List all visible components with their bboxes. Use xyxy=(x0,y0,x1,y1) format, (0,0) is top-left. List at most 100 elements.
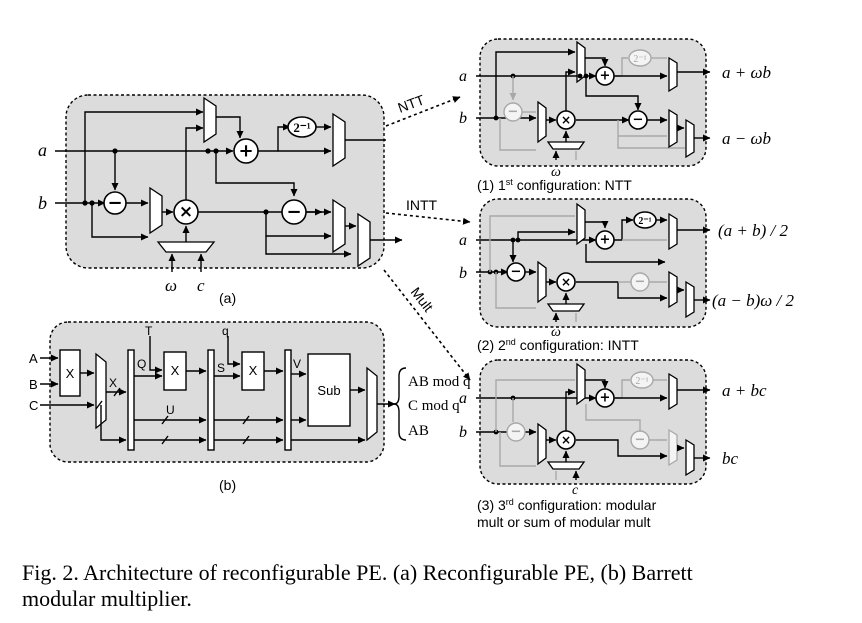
config2-mux-out-l1 xyxy=(668,270,678,309)
svg-text:X: X xyxy=(171,363,180,378)
config3-caption: (3) 3rd configuration: modular xyxy=(477,497,657,513)
barrett-mux1 xyxy=(95,352,107,430)
pe-label-a: a xyxy=(38,140,47,160)
barrett-wire-t: T xyxy=(145,324,153,338)
barrett-pipe-reg2 xyxy=(207,349,215,451)
reconfigurable-pe: − × + 2⁻¹ xyxy=(38,94,403,306)
svg-text:2⁻¹: 2⁻¹ xyxy=(635,376,648,387)
svg-text:+: + xyxy=(238,141,253,162)
config3-label-a: a xyxy=(459,390,467,407)
svg-text:2⁻¹: 2⁻¹ xyxy=(633,54,646,65)
config3-mux-out-top xyxy=(668,372,678,411)
config3-out-bottom: bc xyxy=(722,449,739,468)
barrett-input-b: B xyxy=(29,377,38,392)
svg-text:+: + xyxy=(600,391,611,406)
config2-label-a: a xyxy=(459,232,467,249)
config-intt: − × + 2⁻¹ − a b ω (a + b) / xyxy=(459,198,795,353)
pe-label-b: b xyxy=(38,193,47,213)
config3-boundary xyxy=(479,359,707,485)
config2-caption: (2) 2nd configuration: INTT xyxy=(477,337,639,353)
figure-caption-line2: modular multiplier. xyxy=(22,586,192,611)
config2-label-omega: ω xyxy=(551,325,561,340)
svg-text:×: × xyxy=(561,275,571,289)
arrow-mult-label: Mult xyxy=(408,284,437,315)
barrett-multiplier: A B C X X T Q X q S X V U xyxy=(29,321,471,493)
pe-label-omega: ω xyxy=(165,276,177,295)
config2-mux-omega xyxy=(546,303,586,312)
config1-mux-out-top xyxy=(668,56,678,93)
arrow-ntt xyxy=(385,96,461,127)
config1-caption: (1) 1st configuration: NTT xyxy=(477,177,632,193)
svg-text:−: − xyxy=(633,113,644,128)
svg-text:−: − xyxy=(286,202,301,223)
config1-out-top: a + ωb xyxy=(722,63,771,82)
svg-text:Sub: Sub xyxy=(317,383,340,398)
config1-label-omega: ω xyxy=(551,165,561,180)
config2-label-b: b xyxy=(459,265,467,282)
config1-out-bottom: a − ωb xyxy=(722,129,771,148)
config1-mux-out-l1 xyxy=(668,108,678,149)
barrett-input-c: C xyxy=(29,398,38,413)
arrow-intt-label: INTT xyxy=(406,197,438,213)
svg-text:×: × xyxy=(179,202,193,222)
mux-out-lower2 xyxy=(357,212,371,268)
svg-text:X: X xyxy=(249,363,258,378)
config3-mux-out-l1 xyxy=(668,428,678,467)
mux-top xyxy=(203,96,217,144)
arrow-mult xyxy=(383,269,471,381)
config2-mux-out-l2 xyxy=(685,280,695,319)
barrett-out-ab-mod-q: AB mod q xyxy=(408,374,471,390)
mux-out-lower1 xyxy=(332,198,346,254)
svg-text:×: × xyxy=(561,433,571,447)
barrett-wire-q: q xyxy=(222,324,229,338)
pe-label-c: c xyxy=(197,276,205,295)
arrow-intt xyxy=(385,212,471,225)
config3-mux-top xyxy=(576,362,586,406)
pe-boundary xyxy=(65,94,385,269)
config2-mult-op xyxy=(556,272,576,292)
panel-b-label: (b) xyxy=(219,477,236,493)
mux-out-upper xyxy=(332,112,346,168)
svg-text:−: − xyxy=(635,433,646,448)
config3-caption-line2: mult or sum of modular mult xyxy=(477,514,651,530)
panel-a-label: (a) xyxy=(219,290,236,306)
svg-text:−: − xyxy=(107,193,122,214)
mux-omega-c xyxy=(156,241,216,253)
config1-mux-out-l2 xyxy=(685,118,695,159)
figure-caption-line1: Fig. 2. Architecture of reconfigurable P… xyxy=(22,560,693,585)
barrett-input-a: A xyxy=(29,351,38,366)
config3-label-b: b xyxy=(459,424,467,441)
config1-mux-omega xyxy=(546,141,586,150)
config-mult: − × + 2⁻¹ − a b c a + bc bc (3 xyxy=(459,359,767,530)
config2-boundary xyxy=(479,198,707,328)
svg-text:×: × xyxy=(561,113,571,127)
svg-text:2⁻¹: 2⁻¹ xyxy=(293,120,310,135)
svg-text:+: + xyxy=(600,233,611,248)
svg-text:−: − xyxy=(511,425,522,440)
config3-mux-c xyxy=(546,461,586,470)
config3-mux-left xyxy=(537,422,547,466)
config2-mux-left xyxy=(537,260,547,304)
config1-label-b: b xyxy=(459,110,467,127)
config-ntt: − × + 2⁻¹ − a b xyxy=(459,38,771,193)
svg-text:X: X xyxy=(66,366,75,381)
config2-mux-out-top xyxy=(668,212,678,251)
config2-out-bottom: (a − b)ω / 2 xyxy=(712,291,795,310)
config-arrows: NTT INTT Mult xyxy=(383,91,471,381)
barrett-brace xyxy=(393,367,407,441)
barrett-mux-out xyxy=(366,366,378,442)
barrett-wire-q-upper: Q xyxy=(137,357,146,371)
barrett-wire-x: X xyxy=(109,376,117,390)
config3-label-c: c xyxy=(572,483,579,498)
barrett-out-c-mod-q: C mod q xyxy=(408,398,460,414)
barrett-out-ab: AB xyxy=(408,423,429,439)
svg-text:2⁻¹: 2⁻¹ xyxy=(638,216,651,227)
config2-mux-top xyxy=(576,202,586,246)
config1-label-a: a xyxy=(459,68,467,85)
config3-sub-op xyxy=(506,422,526,442)
svg-text:−: − xyxy=(511,265,522,280)
barrett-wire-v: V xyxy=(293,357,301,371)
barrett-wire-u: U xyxy=(166,403,175,417)
config1-boundary xyxy=(479,38,707,167)
config2-out-top: (a + b) / 2 xyxy=(718,221,789,240)
